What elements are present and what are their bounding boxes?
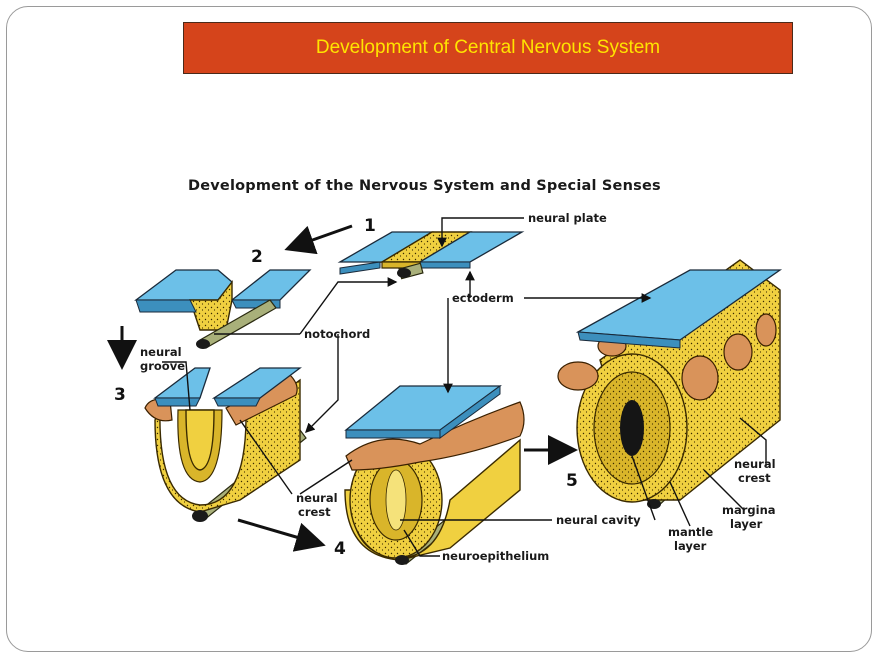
slide-title: Development of Central Nervous System bbox=[315, 37, 661, 58]
stage-number-1: 1 bbox=[364, 216, 376, 236]
stage-number-5: 5 bbox=[566, 471, 578, 491]
stage-5-differentiated-tube bbox=[557, 259, 783, 509]
label-ectoderm: ectoderm bbox=[452, 291, 514, 305]
figure-title: Development of the Nervous System and Sp… bbox=[188, 178, 661, 194]
label-mantle-layer-line1: mantle bbox=[668, 525, 713, 539]
label-neural-crest-line2: crest bbox=[298, 505, 331, 519]
stage-number-2: 2 bbox=[251, 247, 263, 267]
label-neural-crest-right-line1: neural bbox=[734, 457, 776, 471]
label-neural-plate: neural plate bbox=[528, 211, 607, 225]
stage-number-3: 3 bbox=[114, 385, 126, 405]
label-notochord: notochord bbox=[304, 327, 370, 341]
label-neuroepithelium: neuroepithelium bbox=[442, 549, 549, 563]
label-neural-crest-right-line2: crest bbox=[738, 471, 771, 485]
stage-4-neural-tube bbox=[344, 385, 525, 565]
stage-arrows bbox=[107, 224, 578, 552]
label-marginal-layer-line2: layer bbox=[730, 517, 763, 531]
label-neural-groove-line1: neural bbox=[140, 345, 182, 359]
leader-lines bbox=[162, 217, 767, 557]
stage-3-neural-folds bbox=[144, 367, 307, 522]
slide-title-banner: Development of Central Nervous System bbox=[183, 22, 793, 74]
label-neural-crest-line1: neural bbox=[296, 491, 338, 505]
label-marginal-layer-line1: margina bbox=[722, 503, 776, 517]
stage-2-neural-groove bbox=[134, 269, 312, 349]
label-neural-groove-line2: groove bbox=[140, 359, 185, 373]
stage-1-neural-plate bbox=[337, 231, 525, 280]
stage-number-4: 4 bbox=[334, 539, 346, 559]
label-neural-cavity: neural cavity bbox=[556, 513, 641, 527]
label-mantle-layer-line2: layer bbox=[674, 539, 707, 553]
